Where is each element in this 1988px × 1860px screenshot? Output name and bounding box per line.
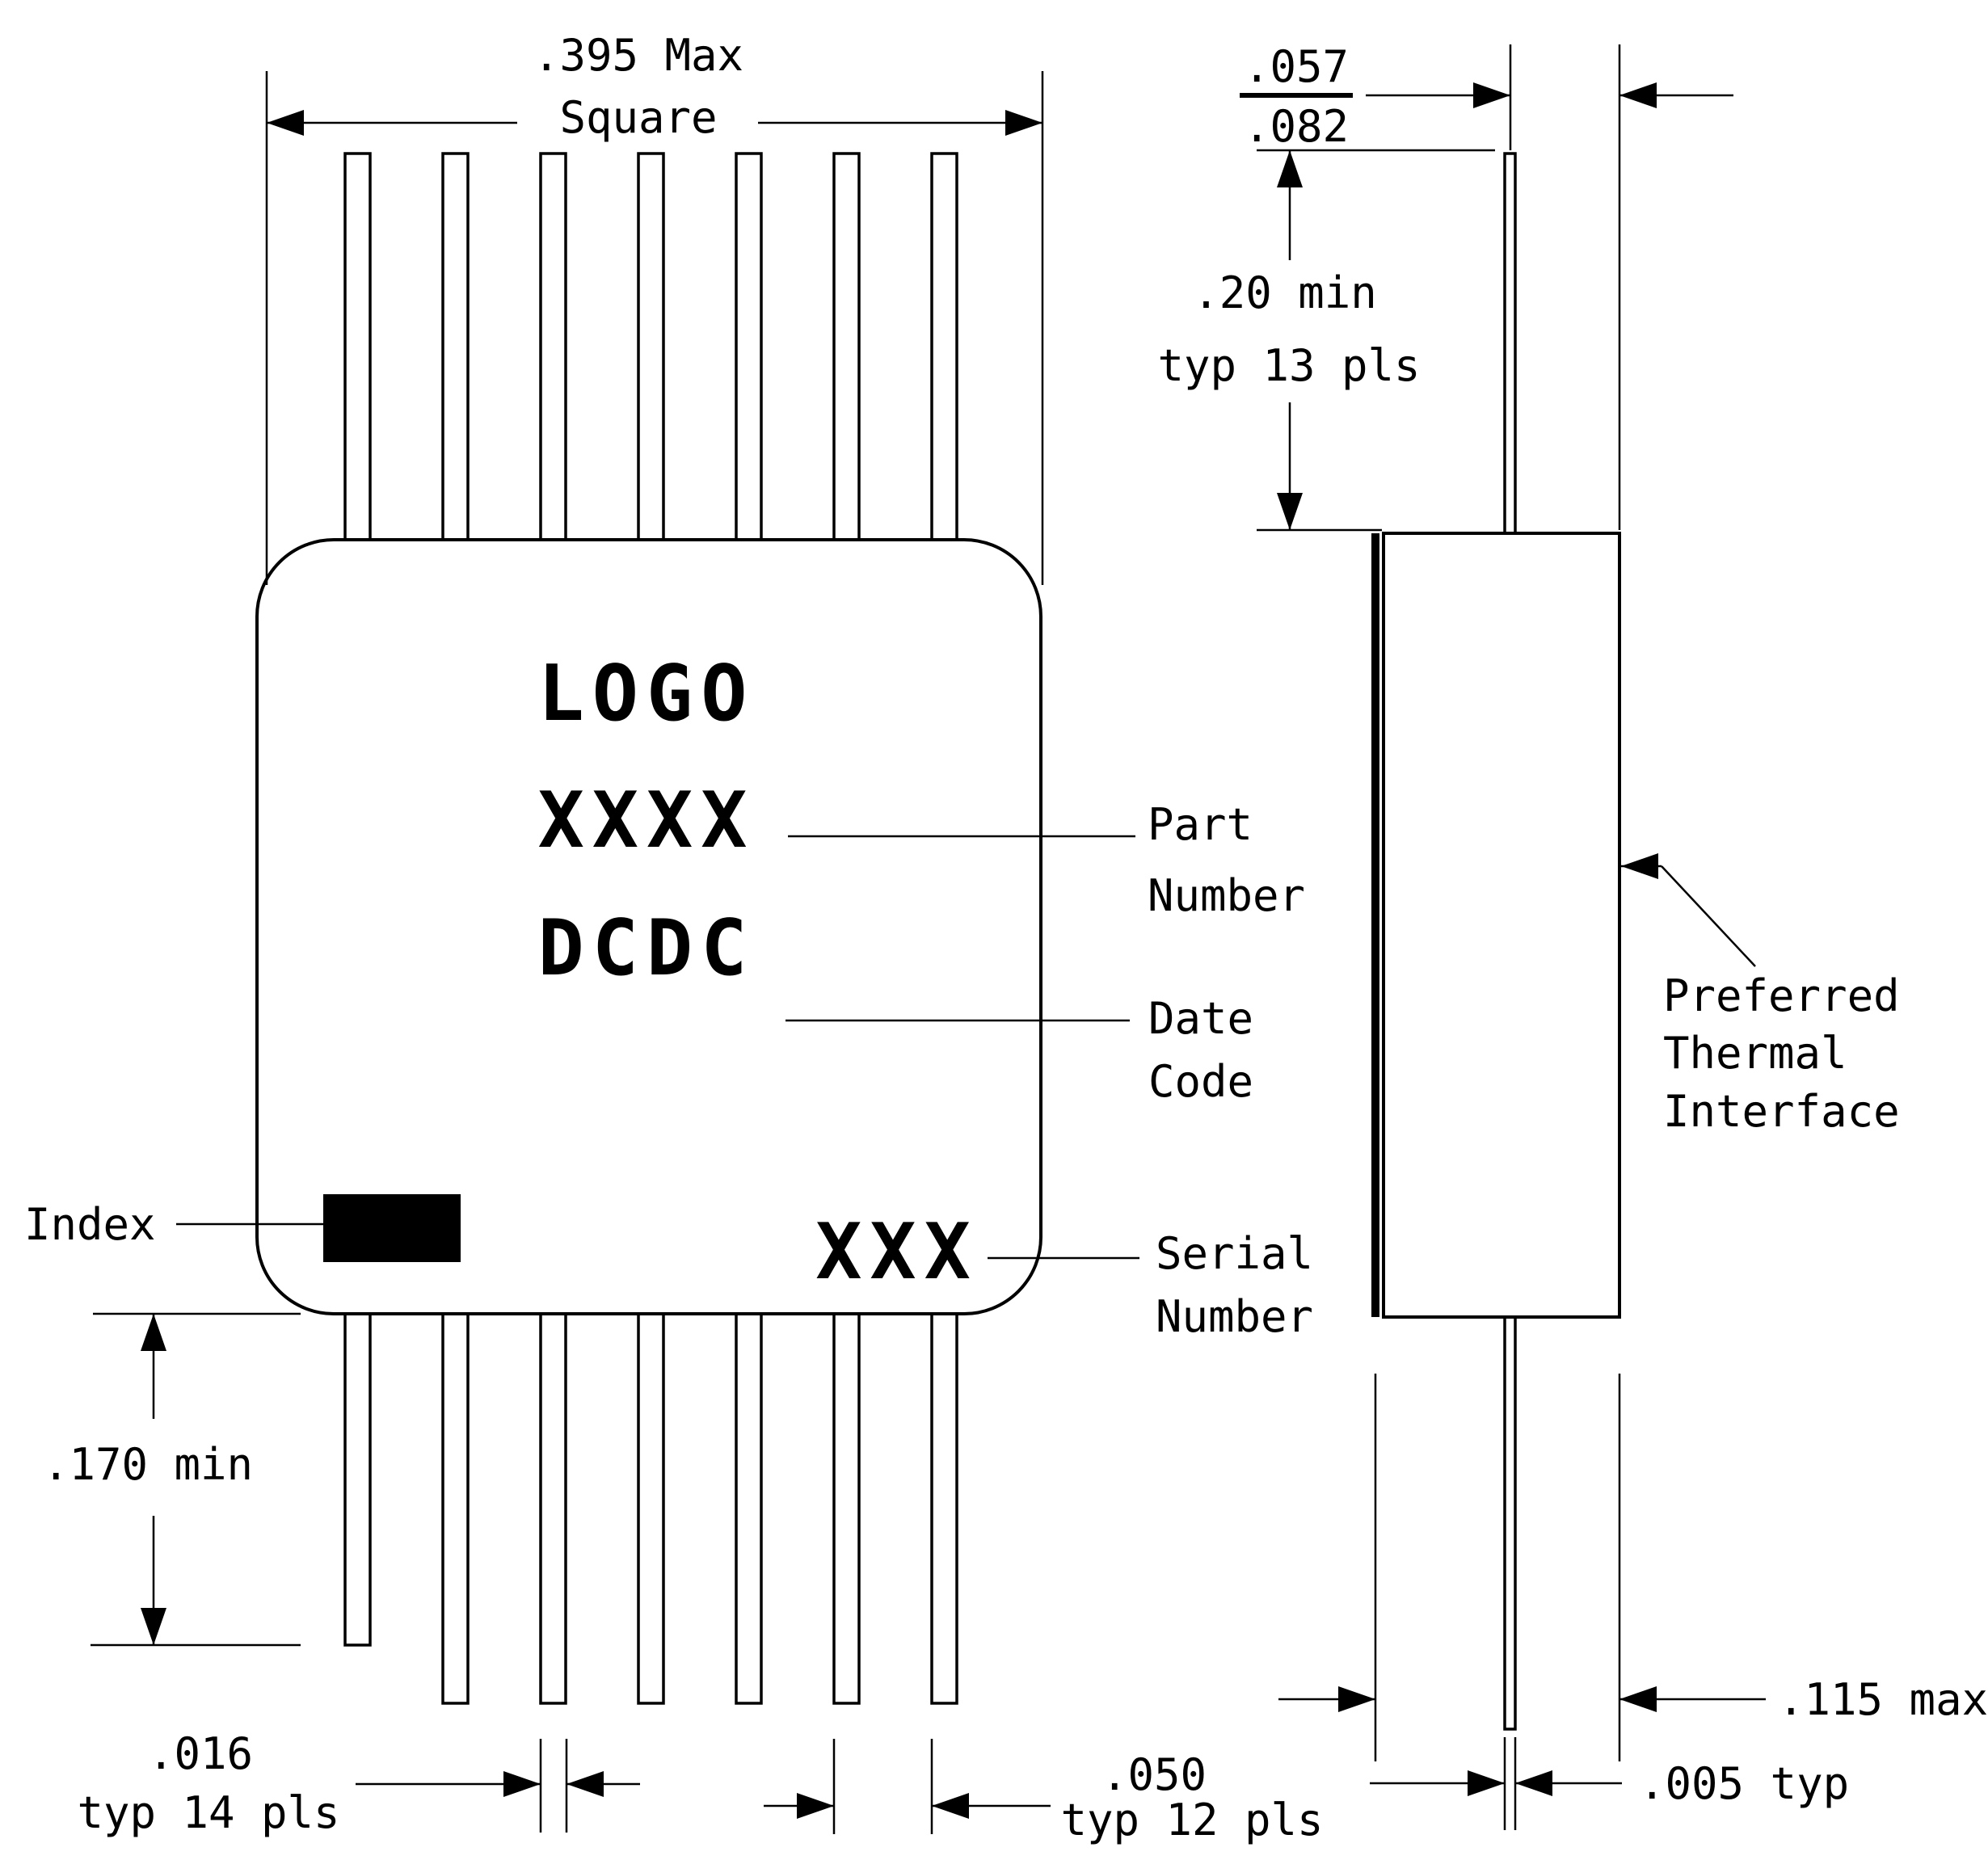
label-serial-line1: Serial bbox=[1156, 1228, 1313, 1279]
top-pin bbox=[735, 152, 763, 567]
arrowhead-left-icon bbox=[566, 1771, 604, 1797]
arrowhead-right-icon bbox=[1338, 1686, 1375, 1712]
arrowhead-left-icon bbox=[1619, 82, 1657, 108]
dim-lead-length-index: .170 min bbox=[43, 1312, 301, 1647]
thermal-interface-surface bbox=[1371, 533, 1379, 1317]
dim-lead-length-typ-line2: typ 13 pls bbox=[1157, 340, 1420, 391]
package-body bbox=[255, 538, 1042, 1315]
dim-lead-thickness: .005 typ bbox=[1370, 1737, 1849, 1830]
side-top-pin bbox=[1503, 152, 1517, 541]
top-pin bbox=[343, 152, 372, 567]
dim-lead-pitch-line1: .050 bbox=[1101, 1749, 1207, 1800]
side-bottom-pin bbox=[1503, 1309, 1517, 1731]
arrowhead-left-icon bbox=[932, 1793, 969, 1819]
label-thermal-line2: Thermal bbox=[1663, 1028, 1847, 1079]
arrowhead-up-icon bbox=[1277, 150, 1303, 187]
top-pin bbox=[637, 152, 665, 567]
marking-part: XXXX bbox=[538, 776, 756, 865]
arrowhead-down-icon bbox=[141, 1608, 166, 1645]
bottom-pin bbox=[539, 1288, 567, 1705]
dim-body-thickness: .115 max bbox=[1278, 1374, 1988, 1761]
arrowhead-left-icon bbox=[1515, 1770, 1552, 1796]
bottom-pin bbox=[832, 1288, 861, 1705]
bottom-pin-index bbox=[343, 1288, 372, 1647]
label-thermal-interface: Preferred Thermal Interface bbox=[1621, 853, 1900, 1137]
label-date-line1: Date bbox=[1148, 993, 1253, 1044]
label-part-line1: Part bbox=[1148, 799, 1253, 850]
dim-lead-width-line2: typ 14 pls bbox=[77, 1787, 339, 1838]
label-serial-number: Serial Number bbox=[988, 1228, 1313, 1342]
arrowhead-left-icon bbox=[267, 110, 304, 136]
bottom-pin bbox=[930, 1288, 958, 1705]
arrowhead-left-icon bbox=[1619, 1686, 1657, 1712]
bottom-pin bbox=[441, 1288, 470, 1705]
dim-lead-width: .016 typ 14 pls bbox=[77, 1728, 640, 1838]
leader-line bbox=[1661, 865, 1756, 967]
arrowhead-up-icon bbox=[141, 1314, 166, 1351]
dim-lead-thickness-text: .005 typ bbox=[1639, 1758, 1849, 1809]
top-pin bbox=[539, 152, 567, 567]
dim-lead-width-line1: .016 bbox=[148, 1728, 253, 1779]
label-serial-line2: Number bbox=[1156, 1291, 1313, 1342]
dim-body-thickness-text: .115 max bbox=[1778, 1674, 1988, 1725]
arrowhead-right-icon bbox=[1473, 82, 1510, 108]
dim-body-square-line2: Square bbox=[559, 92, 717, 143]
label-index: Index bbox=[24, 1199, 333, 1250]
index-mark bbox=[323, 1194, 461, 1262]
label-thermal-line3: Interface bbox=[1663, 1086, 1900, 1137]
dim-lead-offset-bottom: .082 bbox=[1244, 101, 1349, 152]
bottom-pin bbox=[735, 1288, 763, 1705]
arrowhead-right-icon bbox=[1005, 110, 1042, 136]
arrowhead-down-icon bbox=[1277, 493, 1303, 530]
top-pin bbox=[832, 152, 861, 567]
top-pin bbox=[441, 152, 470, 567]
dim-lead-length-typ: .20 min typ 13 pls bbox=[1157, 149, 1495, 532]
dim-body-square-line1: .395 Max bbox=[533, 30, 743, 81]
arrowhead-right-icon bbox=[503, 1771, 541, 1797]
label-part-line2: Number bbox=[1148, 870, 1305, 921]
label-thermal-line1: Preferred bbox=[1663, 970, 1900, 1021]
top-view: LOGO XXXX DCDC XXX bbox=[255, 152, 1042, 1705]
dim-lead-pitch-line2: typ 12 pls bbox=[1060, 1795, 1323, 1845]
label-index-text: Index bbox=[24, 1199, 156, 1250]
dim-lead-offset-top: .057 bbox=[1244, 41, 1349, 92]
dim-lead-length-typ-line1: .20 min bbox=[1193, 267, 1377, 318]
marking-date: DCDC bbox=[538, 904, 756, 993]
dim-lead-offset: .057 .082 bbox=[1240, 41, 1733, 530]
side-body bbox=[1382, 532, 1621, 1319]
marking-logo: LOGO bbox=[538, 650, 756, 739]
arrowhead-right-icon bbox=[797, 1793, 834, 1819]
marking-serial: XXX bbox=[815, 1208, 979, 1297]
side-view bbox=[1371, 152, 1621, 1731]
top-pin bbox=[930, 152, 958, 567]
label-date-code: Date Code bbox=[786, 993, 1253, 1107]
dim-body-square: .395 Max Square bbox=[265, 30, 1044, 585]
dim-lead-length-index-text: .170 min bbox=[43, 1439, 253, 1490]
label-part-number: Part Number bbox=[788, 799, 1305, 921]
label-date-line2: Code bbox=[1148, 1056, 1253, 1107]
bottom-pin bbox=[637, 1288, 665, 1705]
dim-lead-pitch: .050 typ 12 pls bbox=[764, 1739, 1324, 1845]
arrowhead-right-icon bbox=[1468, 1770, 1505, 1796]
